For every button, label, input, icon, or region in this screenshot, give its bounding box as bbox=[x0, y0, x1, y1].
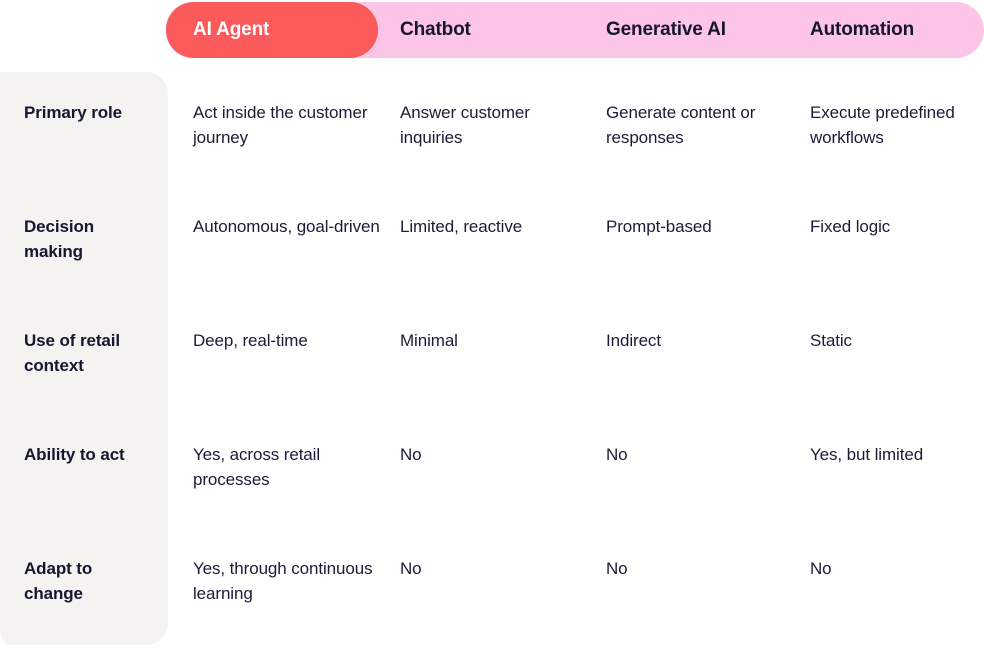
cell-adapt-to-change-generative-ai: No bbox=[606, 559, 628, 578]
column-header-chatbot[interactable]: Chatbot bbox=[400, 19, 471, 40]
cell-decision-making-chatbot: Limited, reactive bbox=[400, 217, 523, 236]
cell-use-of-retail-context-ai-agent: Deep, real-time bbox=[193, 331, 308, 350]
cell-use-of-retail-context-chatbot: Minimal bbox=[400, 331, 458, 350]
cell-ability-to-act-automation: Yes, but limited bbox=[810, 445, 924, 464]
cell-use-of-retail-context-automation: Static bbox=[810, 331, 852, 350]
cell-decision-making-generative-ai: Prompt-based bbox=[606, 217, 712, 236]
row-label-use-of-retail-context: Use of retail context bbox=[24, 331, 121, 375]
row-label-decision-making: Decision making bbox=[24, 217, 95, 261]
row-label-adapt-to-change: Adapt to change bbox=[24, 559, 93, 603]
cell-primary-role-ai-agent: Act inside the customer journey bbox=[193, 103, 368, 147]
row-label-primary-role: Primary role bbox=[24, 103, 123, 122]
column-header-ai-agent[interactable]: AI Agent bbox=[193, 19, 270, 40]
column-header-generative-ai[interactable]: Generative AI bbox=[606, 19, 726, 40]
cell-decision-making-ai-agent: Autonomous, goal-driven bbox=[193, 217, 380, 236]
cell-adapt-to-change-chatbot: No bbox=[400, 559, 422, 578]
cell-primary-role-automation: Execute predefined workflows bbox=[810, 103, 955, 147]
row-label-ability-to-act: Ability to act bbox=[24, 445, 125, 464]
cell-use-of-retail-context-generative-ai: Indirect bbox=[606, 331, 661, 350]
cell-ability-to-act-generative-ai: No bbox=[606, 445, 628, 464]
cell-primary-role-chatbot: Answer customer inquiries bbox=[400, 103, 530, 147]
cell-decision-making-automation: Fixed logic bbox=[810, 217, 891, 236]
cell-adapt-to-change-ai-agent: Yes, through continuous learning bbox=[193, 559, 373, 603]
cell-primary-role-generative-ai: Generate content or responses bbox=[606, 103, 756, 147]
row-label-column bbox=[0, 72, 168, 645]
active-column-pill[interactable] bbox=[166, 2, 378, 58]
column-header-automation[interactable]: Automation bbox=[810, 19, 915, 40]
cell-adapt-to-change-automation: No bbox=[810, 559, 832, 578]
cell-ability-to-act-ai-agent: Yes, across retail processes bbox=[193, 445, 321, 489]
cell-ability-to-act-chatbot: No bbox=[400, 445, 422, 464]
